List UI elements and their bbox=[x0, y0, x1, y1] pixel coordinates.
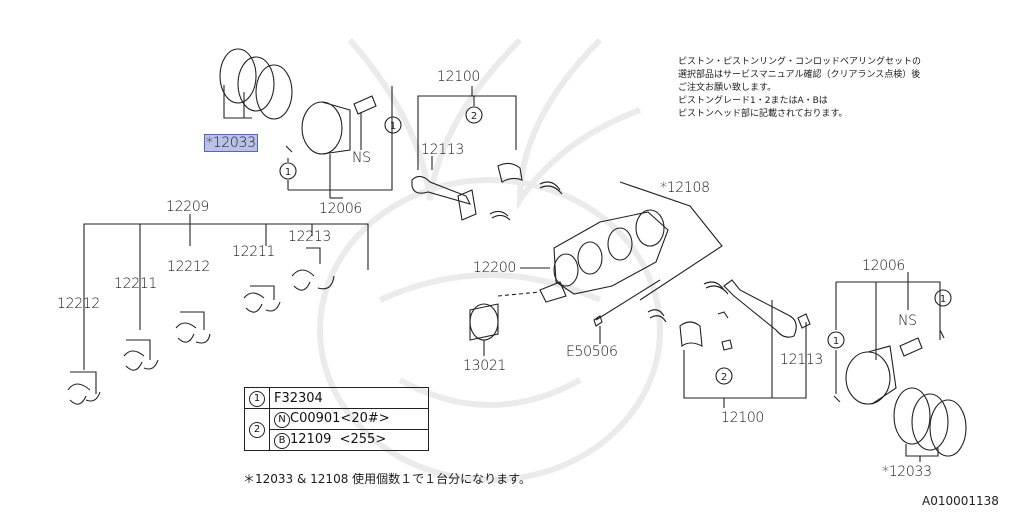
marker-text-1c: 1 bbox=[833, 336, 839, 347]
legend-num-1: 1 bbox=[249, 390, 265, 407]
marker-1-top-left bbox=[279, 162, 297, 180]
piston-pin-top[interactable] bbox=[353, 95, 377, 115]
marker-text-2a: 2 bbox=[471, 111, 477, 122]
callout-e50506[interactable]: E50506 bbox=[566, 344, 618, 360]
callout-12211-b[interactable]: 12211 bbox=[232, 244, 276, 260]
legend-num-2: 2 bbox=[249, 422, 265, 438]
callout-12100-top[interactable]: 12100 bbox=[437, 69, 481, 85]
marker-text-1b: 1 bbox=[285, 167, 291, 178]
usage-footnote: ＊12033 & 12108 使用個数１で１台分になります。 bbox=[243, 472, 531, 486]
callout-12200[interactable]: 12200 bbox=[473, 260, 517, 276]
marker-text-1d: 1 bbox=[940, 294, 946, 305]
piston-rings-bottom[interactable] bbox=[893, 387, 967, 457]
piston-rings-top[interactable] bbox=[219, 48, 293, 120]
rod-bearings-bottom[interactable] bbox=[647, 281, 729, 323]
note-line: 選択部品はサービスマニュアル確認（クリアランス点検）後 bbox=[678, 70, 921, 80]
connecting-rod-bottom[interactable] bbox=[717, 279, 797, 338]
main-bearing-12212-center[interactable] bbox=[175, 311, 211, 344]
note-line: ご注文お願い致します。 bbox=[678, 83, 777, 93]
legend-mark-b: B bbox=[274, 432, 290, 449]
marker-2-bottom bbox=[715, 367, 733, 385]
legend-part-c00901[interactable]: C00901<20#> bbox=[290, 410, 390, 426]
callout-12108[interactable]: *12108 bbox=[660, 180, 710, 196]
legend-mark-n: N bbox=[274, 411, 290, 428]
crankshaft[interactable] bbox=[539, 209, 669, 303]
callout-ns-top: NS bbox=[352, 150, 371, 166]
main-bearing-12211-left[interactable] bbox=[123, 339, 159, 371]
callout-12033-top-selected[interactable]: *12033 bbox=[204, 134, 258, 152]
diagram-reference-id: A010001138 bbox=[922, 494, 999, 508]
marker-1-top-right bbox=[384, 116, 402, 134]
thrust-bearing-12213[interactable] bbox=[291, 247, 335, 291]
callout-13021[interactable]: 13021 bbox=[463, 358, 507, 374]
callout-ns-right: NS bbox=[898, 313, 917, 329]
legend-row-1: 1 F32304 bbox=[244, 387, 429, 409]
legend-num-cell: 1 bbox=[244, 387, 270, 409]
callout-12212-a[interactable]: 12212 bbox=[167, 259, 211, 275]
legend-part-f32304[interactable]: F32304 bbox=[274, 390, 323, 406]
piston-pin-bottom[interactable] bbox=[899, 337, 923, 357]
rod-cap-bottom[interactable] bbox=[679, 321, 703, 348]
callout-12213[interactable]: 12213 bbox=[288, 229, 332, 245]
callout-12209[interactable]: 12209 bbox=[166, 199, 210, 215]
legend-part-12109[interactable]: 12109 <255> bbox=[290, 431, 387, 447]
main-bearing-12212-left[interactable] bbox=[67, 371, 101, 405]
callout-12113-right[interactable]: 12113 bbox=[780, 352, 824, 368]
connecting-rod-top[interactable] bbox=[411, 175, 477, 221]
rod-cap-top[interactable] bbox=[497, 162, 523, 183]
woodruff-key[interactable] bbox=[593, 315, 603, 327]
selection-note: ピストン・ピストンリング・コンロッドベアリングセットの 選択部品はサービスマニュ… bbox=[678, 56, 921, 121]
rod-bolt-nut-bottom[interactable] bbox=[721, 313, 811, 351]
legend-part-cell: F32304 bbox=[269, 387, 429, 409]
callout-12212-b[interactable]: 12212 bbox=[57, 296, 101, 312]
callout-12006-top[interactable]: 12006 bbox=[319, 201, 363, 217]
callout-12100-bottom[interactable]: 12100 bbox=[721, 410, 765, 426]
rod-bearings-top[interactable] bbox=[489, 181, 563, 221]
callout-12211-a[interactable]: 12211 bbox=[114, 276, 158, 292]
timing-sprocket[interactable] bbox=[469, 303, 499, 341]
marker-1-right bbox=[827, 331, 845, 349]
marker-text-2b: 2 bbox=[721, 372, 727, 383]
callout-12033-right[interactable]: *12033 bbox=[882, 464, 932, 480]
piston-bottom[interactable] bbox=[845, 345, 897, 405]
note-line: ピストングレード1・2またはA・Bは bbox=[678, 96, 828, 106]
marker-1-far-right bbox=[934, 289, 952, 307]
note-line: ピストンヘッド部に記載されております。 bbox=[678, 109, 848, 119]
piston-top[interactable] bbox=[301, 101, 351, 155]
note-line: ピストン・ピストンリング・コンロッドベアリングセットの bbox=[678, 57, 922, 67]
marker-text-1a: 1 bbox=[390, 121, 396, 132]
marker-2-top bbox=[465, 106, 483, 124]
main-bearing-12211-right[interactable] bbox=[243, 285, 281, 313]
callout-12006-right[interactable]: 12006 bbox=[862, 258, 906, 274]
legend-num-cell: 2 bbox=[244, 408, 270, 451]
callout-12113-top[interactable]: 12113 bbox=[421, 142, 465, 158]
